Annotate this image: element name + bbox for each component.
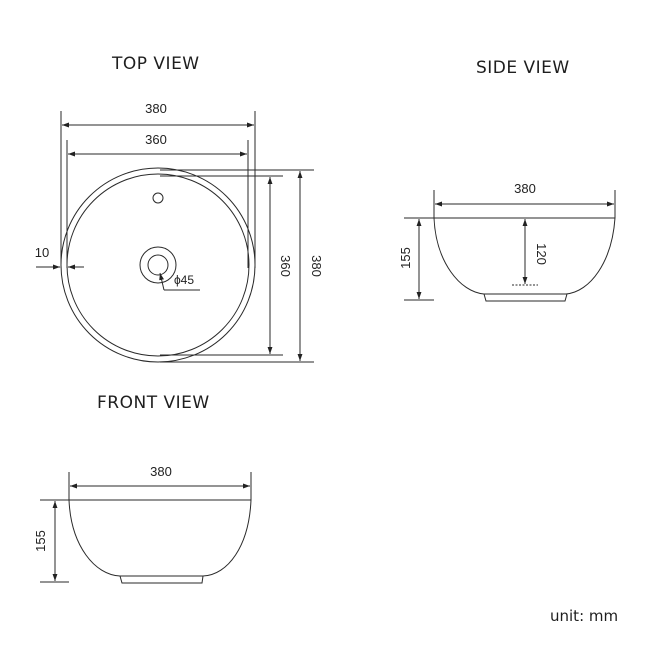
front-width-label: 380 xyxy=(150,464,172,479)
side-view xyxy=(404,190,616,302)
top-view xyxy=(36,111,314,363)
overflow-hole xyxy=(152,192,164,204)
drain-inner xyxy=(147,254,169,276)
side-width-label: 380 xyxy=(514,181,536,196)
side-view-title: SIDE VIEW xyxy=(476,58,570,78)
drain-outer xyxy=(139,246,177,284)
top-inner-width-label: 360 xyxy=(145,132,167,147)
front-bowl-profile xyxy=(68,499,252,577)
basin-inner-rim xyxy=(66,173,250,357)
unit-label: unit: mm xyxy=(550,607,619,625)
top-inner-height-label: 360 xyxy=(278,255,293,277)
top-outer-width-label: 380 xyxy=(145,101,167,116)
drain-diameter-label: ϕ45 xyxy=(174,273,194,287)
front-view-title: FRONT VIEW xyxy=(97,393,210,413)
top-view-title: TOP VIEW xyxy=(112,54,200,74)
top-rim-label: 10 xyxy=(35,245,49,260)
basin-outer-rim xyxy=(60,167,256,363)
side-height-label: 155 xyxy=(398,247,413,269)
side-bowl-profile xyxy=(433,217,616,295)
front-view xyxy=(40,472,252,584)
top-outer-height-label: 380 xyxy=(309,255,324,277)
front-height-label: 155 xyxy=(33,530,48,552)
side-depth-label: 120 xyxy=(534,243,549,265)
